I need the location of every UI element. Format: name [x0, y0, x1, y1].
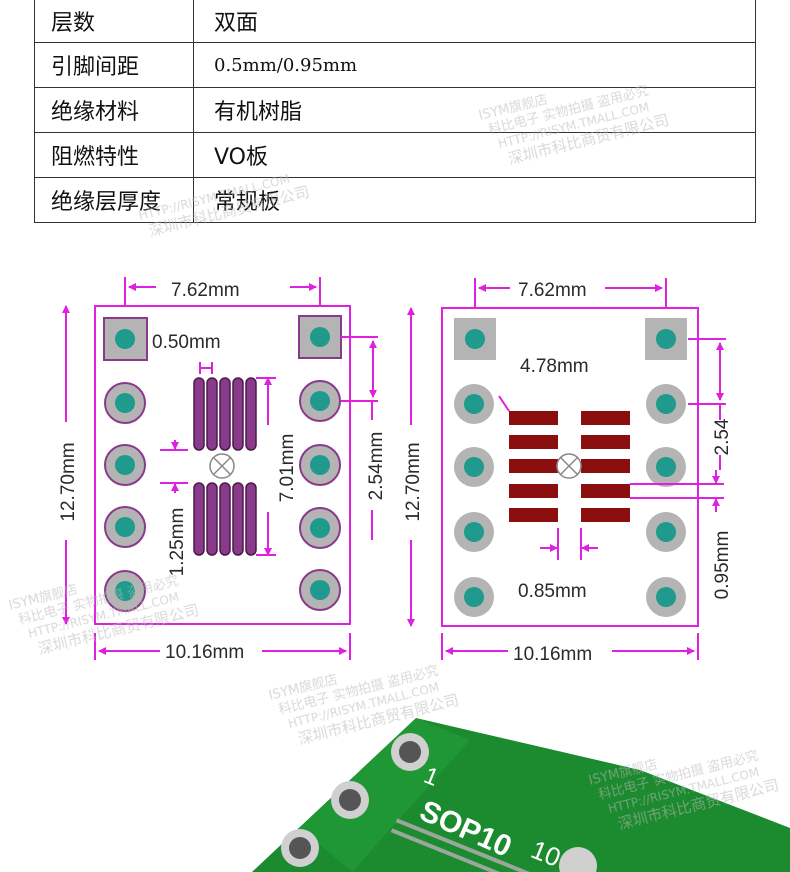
right-board-diagram: 7.62mm 4.78mm 12.70mm 2.54 0.95mm 0.85mm…	[403, 278, 733, 665]
pad-hole	[310, 327, 330, 347]
left-pad-column	[104, 382, 146, 612]
right-height-label: 12.70mm	[403, 442, 424, 521]
left-width-top-label: 7.62mm	[171, 280, 240, 301]
spec-row: 层数双面	[34, 0, 756, 43]
smd-pads-bottom	[193, 482, 257, 556]
left-width-bottom-label: 10.16mm	[165, 642, 244, 663]
spec-value: 常规板	[193, 177, 756, 223]
pad-hole	[656, 329, 676, 349]
spec-key: 引脚间距	[34, 42, 194, 88]
spec-key: 阻燃特性	[34, 132, 194, 178]
right-pad-pitch-label: 0.85mm	[518, 581, 587, 602]
left-pin-span-label: 7.01mm	[277, 434, 298, 503]
spec-value: 有机树脂	[193, 87, 756, 133]
pad-hole	[465, 329, 485, 349]
spec-value: 0.5mm/0.95mm	[193, 42, 756, 88]
spec-row: 绝缘层厚度常规板	[34, 177, 756, 223]
left-row-pitch-label: 2.54mm	[366, 432, 387, 501]
left-board-diagram: 7.62mm 0.50mm 12.70mm 7.01mm 2.54mm 1.25…	[58, 277, 387, 663]
spec-key: 层数	[34, 0, 194, 43]
left-pad-size-label: 0.50mm	[152, 332, 221, 353]
right-width-top-label: 7.62mm	[518, 280, 587, 301]
smd-pads-top	[193, 377, 257, 451]
right-pad-width-label: 0.95mm	[712, 531, 733, 600]
right-row-pitch-label: 2.54	[712, 418, 733, 455]
right-width-bottom-label: 10.16mm	[513, 644, 592, 665]
spec-value: VO板	[193, 132, 756, 178]
pad-hole	[115, 329, 135, 349]
pcb-pads	[281, 733, 597, 872]
right-pad-span-label: 4.78mm	[520, 356, 589, 377]
smd-pads-left	[509, 411, 558, 522]
left-height-label: 12.70mm	[58, 442, 79, 521]
spec-row: 绝缘材料有机树脂	[34, 87, 756, 133]
spec-key: 绝缘层厚度	[34, 177, 194, 223]
spec-value: 双面	[193, 0, 756, 43]
left-pin-height-label: 1.25mm	[167, 508, 188, 577]
smd-pads-right	[581, 411, 630, 522]
spec-key: 绝缘材料	[34, 87, 194, 133]
